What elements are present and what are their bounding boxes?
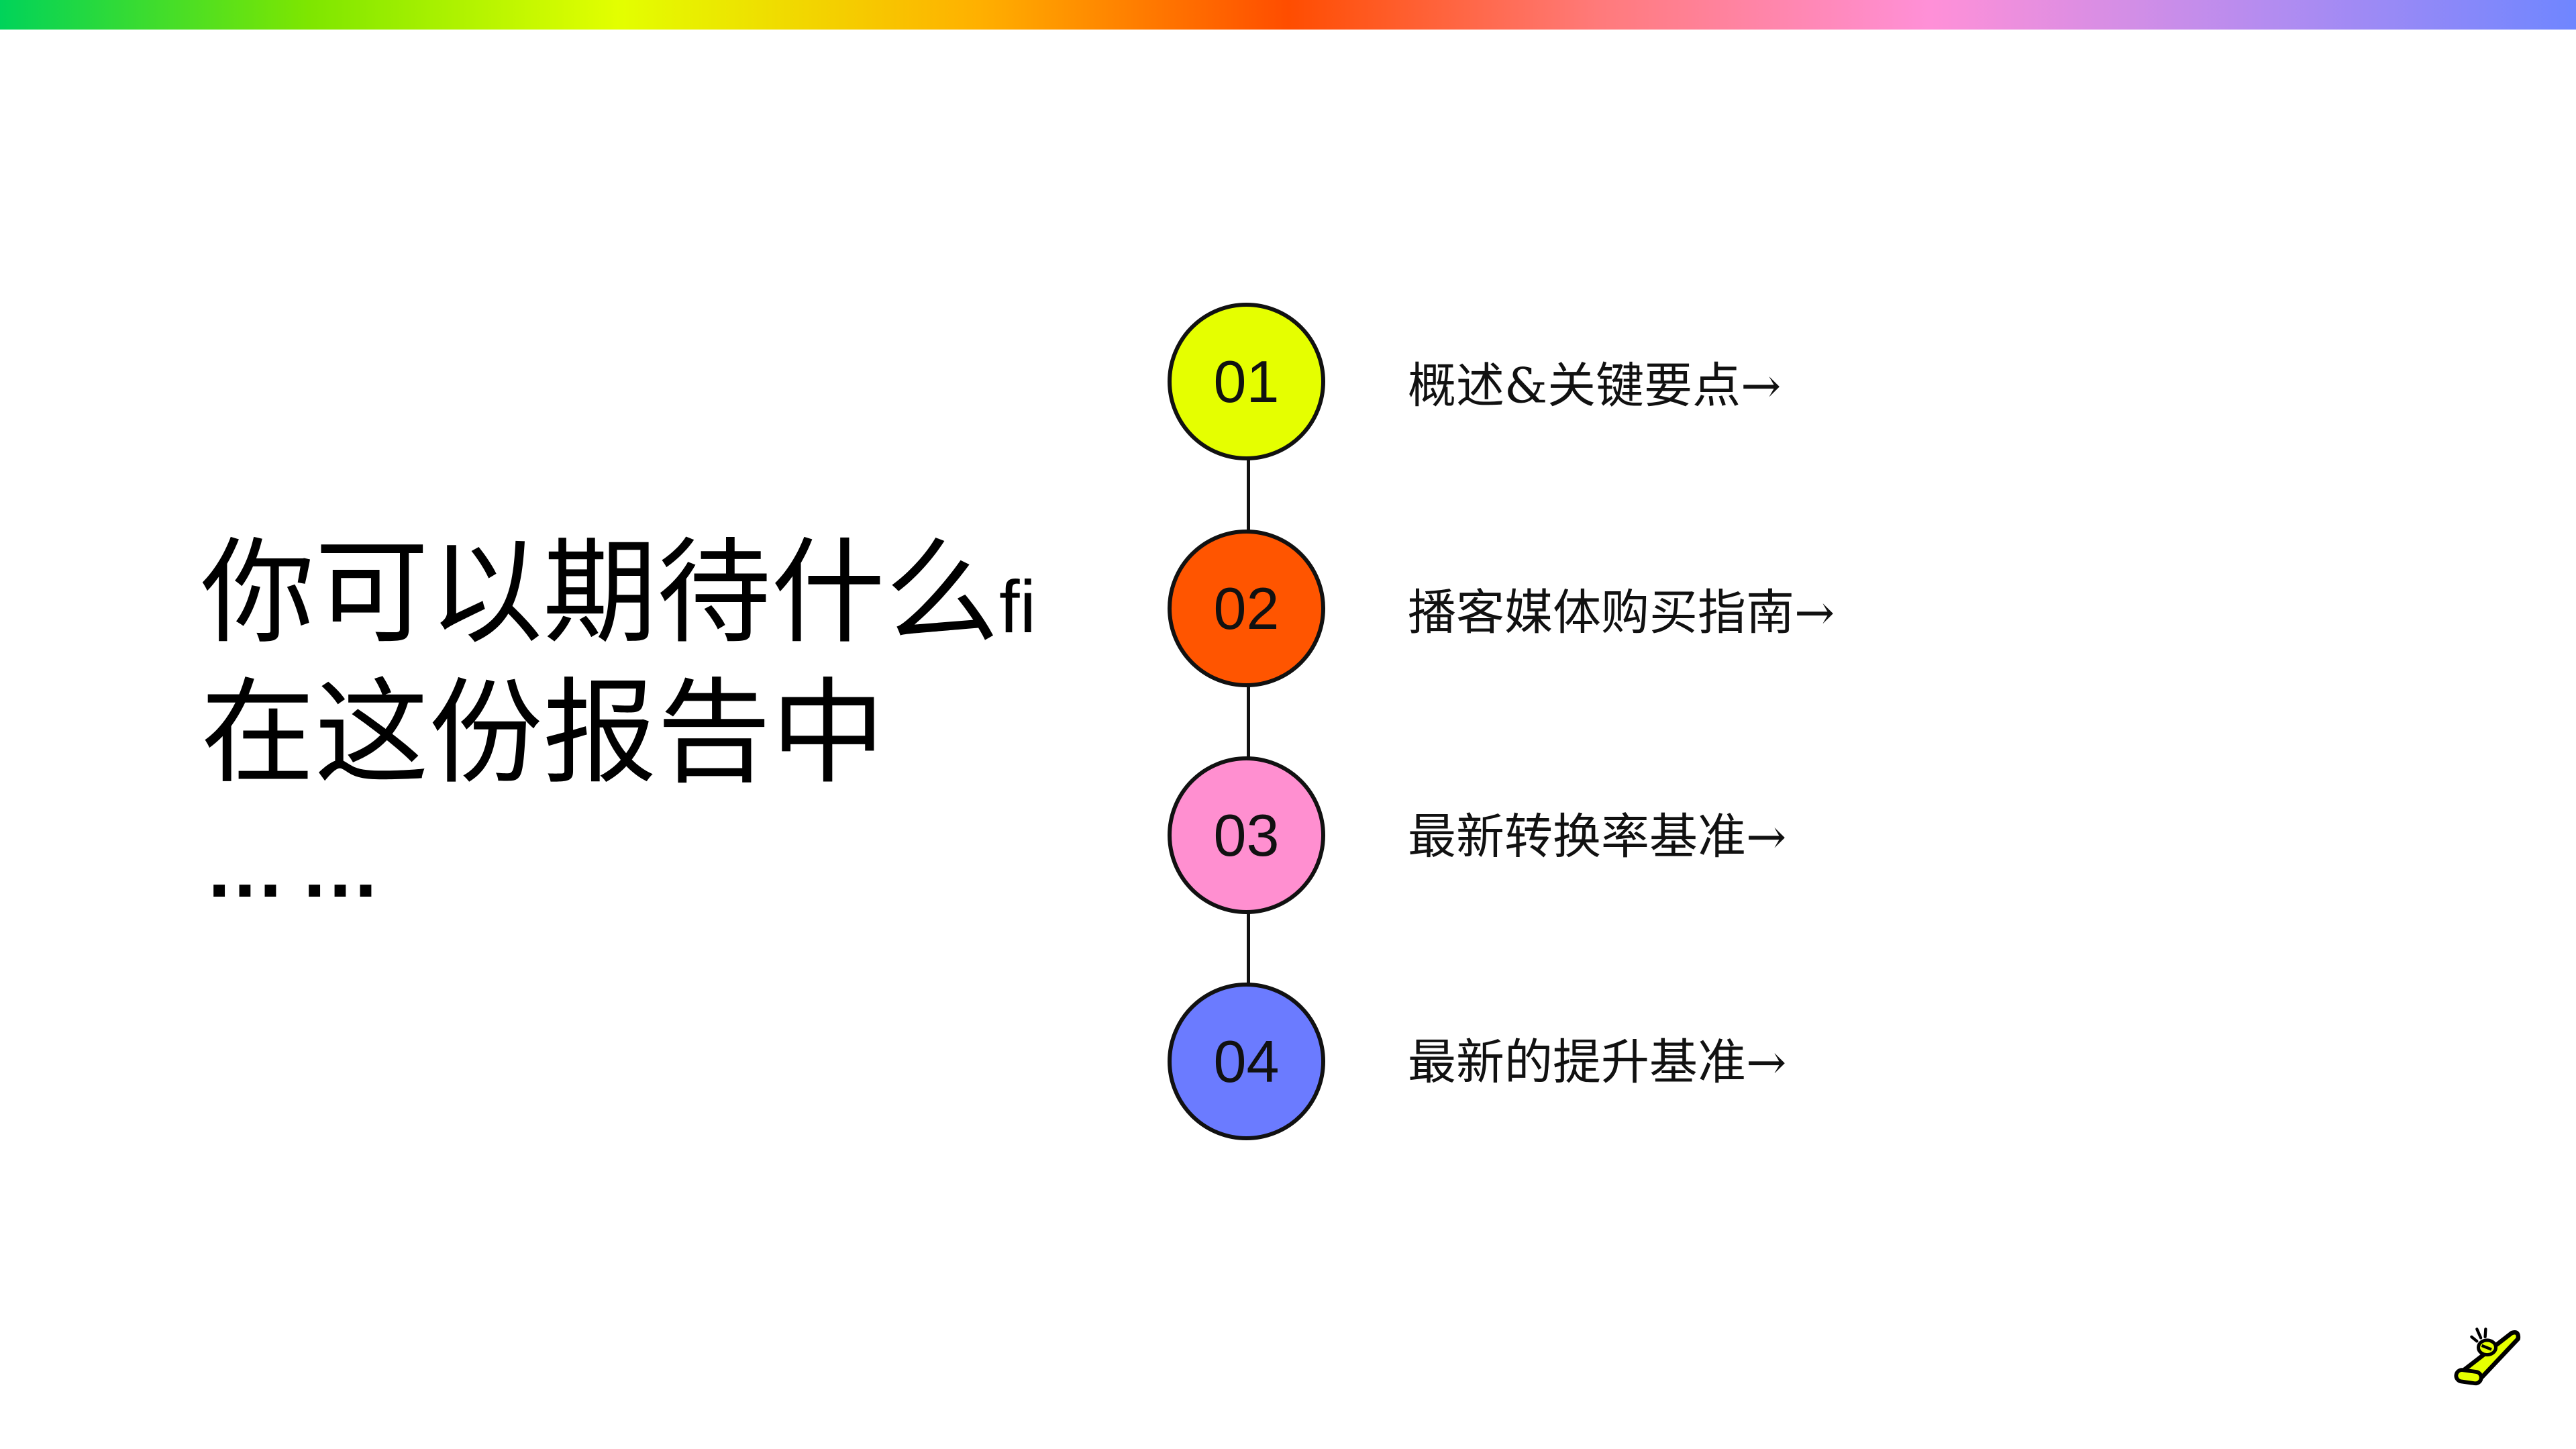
step-link-conversion-benchmarks[interactable]: 最新转换率基准→ <box>1408 808 1787 865</box>
gradient-bar <box>0 0 2576 30</box>
step-circle-03[interactable]: 03 <box>1168 756 1325 914</box>
timeline-connector <box>1247 381 1250 1061</box>
step-circle-01[interactable]: 01 <box>1168 303 1325 460</box>
title-line-1: 你可以期待什么 <box>201 527 1000 660</box>
page-title: 你可以期待什么fi 在这份报告中 <box>201 530 1036 797</box>
step-link-buying-guide[interactable]: 播客媒体购买指南→ <box>1408 584 1835 641</box>
step-link-lift-benchmarks[interactable]: 最新的提升基准→ <box>1408 1034 1787 1091</box>
step-number: 02 <box>1213 574 1280 642</box>
ellipsis: …… <box>205 824 395 914</box>
title-line-2: 在这份报告中 <box>201 667 886 800</box>
step-number: 04 <box>1213 1028 1280 1095</box>
step-number: 01 <box>1213 348 1280 415</box>
step-number: 03 <box>1213 801 1280 868</box>
step-circle-02[interactable]: 02 <box>1168 530 1325 687</box>
kazoo-icon <box>2454 1328 2521 1386</box>
step-circle-04[interactable]: 04 <box>1168 983 1325 1140</box>
step-link-overview[interactable]: 概述&关键要点→ <box>1408 357 1782 414</box>
title-ligature: fi <box>999 566 1037 648</box>
